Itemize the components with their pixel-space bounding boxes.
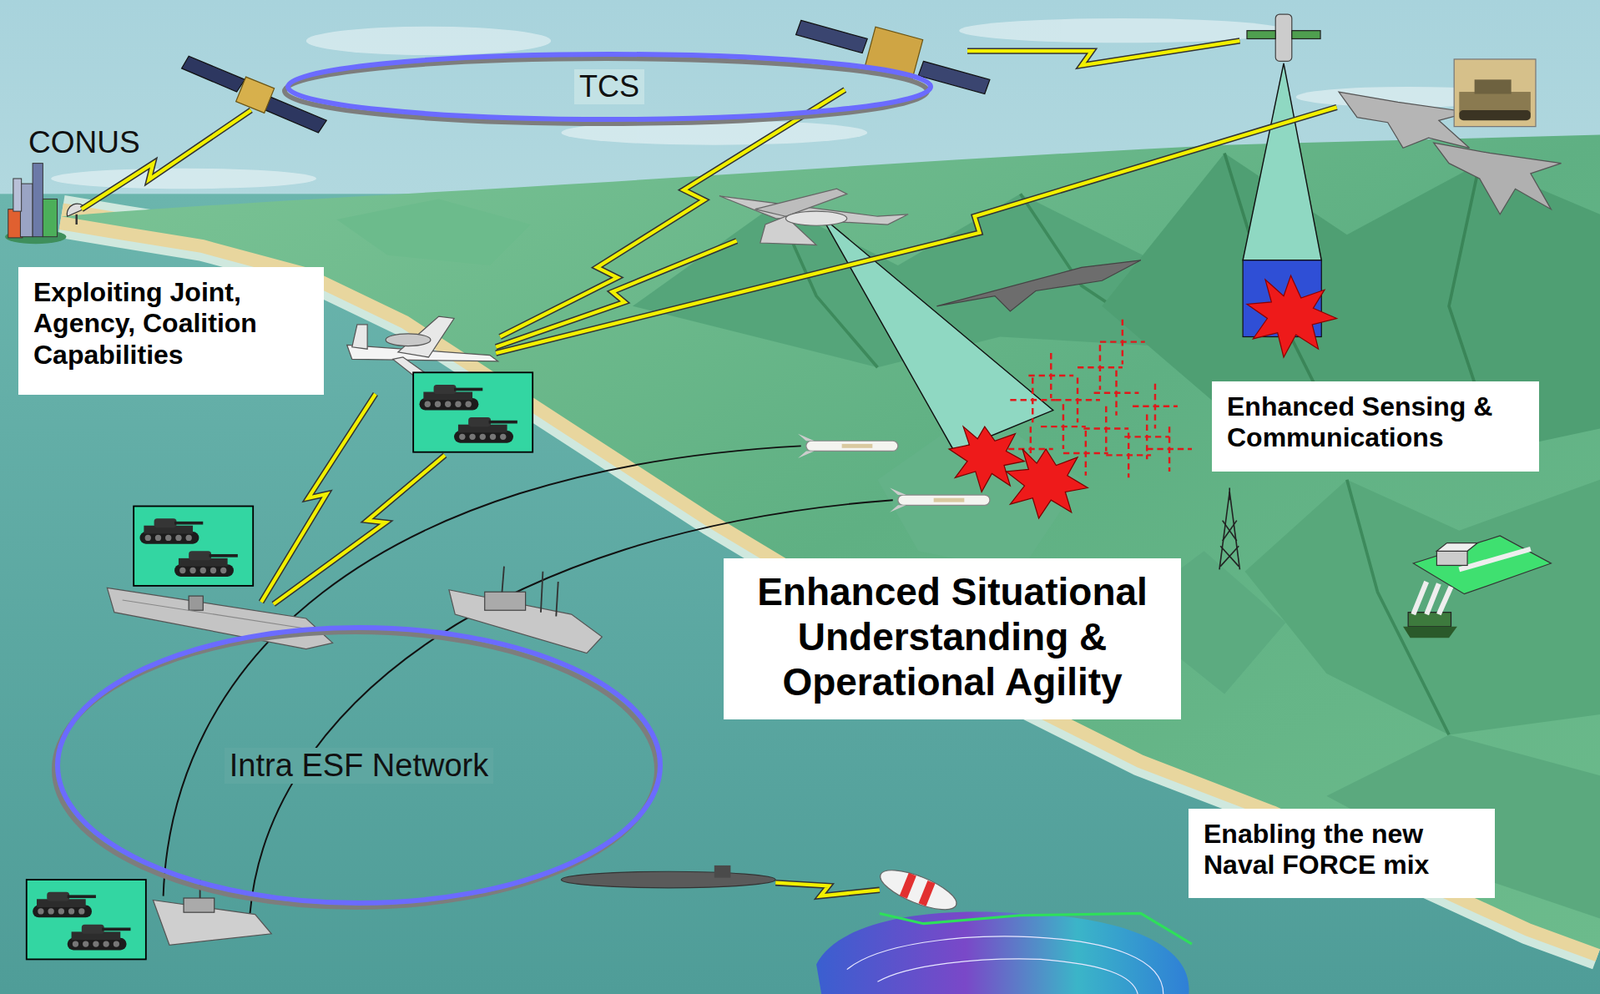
- callout-text: Exploiting Joint, Agency, Coalition Capa…: [33, 277, 309, 371]
- cruise-missile: [797, 434, 899, 459]
- trajectory: [163, 445, 802, 896]
- network-ring: TCS: [282, 49, 936, 125]
- comm-links: [81, 40, 1338, 897]
- ground-forces-icon: [26, 879, 147, 959]
- aircraft-carrier: [106, 587, 333, 649]
- sensor-beam: [1242, 63, 1322, 261]
- network-label: TCS: [574, 69, 645, 105]
- airfield: [1413, 535, 1551, 595]
- radio-tower: [1219, 487, 1240, 570]
- seabed-map: [816, 912, 1192, 994]
- ground-forces-icon: [133, 506, 253, 586]
- explosion: [1246, 275, 1338, 358]
- stealth-drone: [936, 260, 1141, 312]
- network-ring: Intra ESF Network: [52, 622, 666, 909]
- submarine: [560, 865, 776, 889]
- callout-box: Enhanced Situational Understanding & Ope…: [723, 558, 1182, 720]
- callout-box: Exploiting Joint, Agency, Coalition Capa…: [18, 267, 324, 395]
- callout-box: Enabling the new Naval FORCE mix: [1188, 808, 1495, 899]
- place-label: CONUS: [28, 125, 141, 161]
- sam-launcher: [1403, 581, 1458, 638]
- ring-line: [287, 54, 931, 120]
- callout-box: Enhanced Sensing & Communications: [1211, 381, 1540, 472]
- sensor-beam: [821, 216, 1054, 451]
- target-markers: [1008, 319, 1192, 479]
- uuv: [875, 862, 962, 918]
- satellite: [796, 20, 990, 94]
- callout-text: Enhanced Sensing & Communications: [1226, 391, 1525, 455]
- land: [60, 134, 1600, 949]
- network-label: Intra ESF Network: [224, 747, 494, 784]
- uav: [719, 188, 909, 245]
- ring-line: [57, 627, 661, 904]
- callout-text: Enabling the new Naval FORCE mix: [1203, 818, 1480, 882]
- ring-shadow: [284, 58, 928, 124]
- cruise-missile: [889, 487, 990, 512]
- callout-text: Enhanced Situational Understanding & Ope…: [736, 570, 1168, 705]
- satellite: [1246, 14, 1321, 61]
- mountains: [336, 152, 1600, 919]
- conus-site: [5, 163, 86, 245]
- fighter-jets: [1338, 59, 1562, 215]
- ground-forces-icon: [413, 372, 533, 452]
- satellite: [181, 55, 328, 133]
